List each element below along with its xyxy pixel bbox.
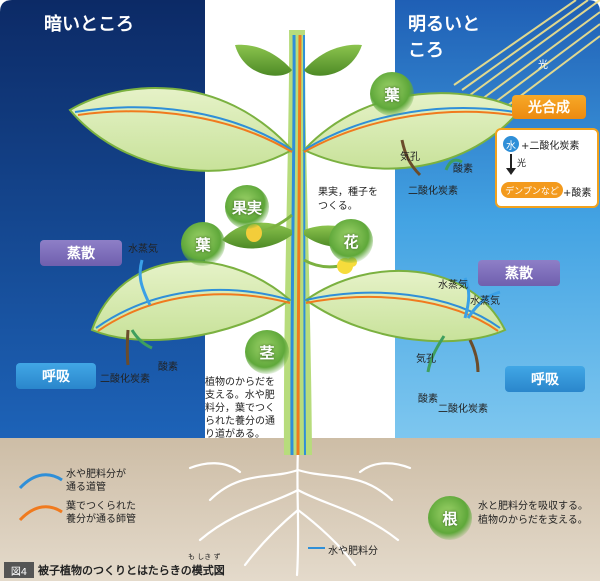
vapor-left-label: 水蒸気 bbox=[128, 244, 158, 255]
figure-caption: 被子植物のつくりとはたらきの模式図 bbox=[38, 564, 225, 577]
water-icon: 水 bbox=[503, 136, 519, 152]
flower-bubble: 花 bbox=[329, 219, 373, 263]
sunlight-rays bbox=[453, 0, 600, 117]
soil bbox=[0, 438, 600, 581]
leaf-top-right bbox=[304, 44, 362, 76]
stem-note: 植物のからだを 支える。水や肥 料分，葉でつく られた養分の通 り道がある。 bbox=[205, 377, 275, 440]
water-fertilizer-label: 水や肥料分 bbox=[328, 546, 378, 557]
respiration-right-pill: 呼吸 bbox=[505, 366, 585, 392]
stem-bubble: 茎 bbox=[245, 330, 289, 374]
photosynthesis-light: 光 bbox=[517, 159, 527, 169]
roots bbox=[188, 448, 412, 577]
transpiration-left-pill: 蒸散 bbox=[40, 240, 122, 266]
sieve-line bbox=[296, 34, 302, 456]
dark-region-label: 暗いところ bbox=[44, 14, 134, 35]
legend-blue-text: 水や肥料分が 通る道管 bbox=[66, 469, 126, 493]
root-note: 水と肥料分を吸収する。 植物のからだを支える。 bbox=[478, 501, 588, 526]
gas-arrows bbox=[125, 139, 501, 373]
fruit-seed-note: 果実，種子を つくる。 bbox=[318, 187, 378, 212]
vessel-line bbox=[290, 34, 296, 456]
co2-right-label: 二酸化炭素 bbox=[438, 404, 488, 415]
legend-blue-line bbox=[18, 473, 63, 490]
down-arrow-icon bbox=[510, 154, 512, 170]
figure-number: 図4 bbox=[4, 562, 34, 578]
co2-left-label: 二酸化炭素 bbox=[100, 374, 150, 385]
root-bubble: 根 bbox=[428, 496, 472, 540]
leaf-upper-left bbox=[68, 87, 294, 172]
legend-orange-text: 葉でつくられた 養分が通る師管 bbox=[66, 501, 136, 525]
photosynthesis-line2: +酸素 bbox=[563, 188, 592, 199]
caption-ruby: も しき ず bbox=[188, 553, 221, 561]
respiration-left-pill: 呼吸 bbox=[16, 363, 96, 389]
transpiration-right-pill: 蒸散 bbox=[478, 260, 560, 286]
vapor-right-label-1: 水蒸気 bbox=[438, 280, 468, 291]
co2-top-label: 二酸化炭素 bbox=[408, 186, 458, 197]
leaf-top-left bbox=[235, 44, 292, 76]
photosynthesis-box: 水 +二酸化炭素 光 デンプンなど +酸素 bbox=[495, 128, 599, 208]
product-badge: デンプンなど bbox=[501, 182, 563, 198]
oxygen-top-label: 酸素 bbox=[453, 164, 473, 175]
sunlight-label: 光 bbox=[538, 60, 548, 71]
legend-orange-line bbox=[18, 505, 63, 522]
leaf-bubble-top: 葉 bbox=[370, 72, 414, 116]
vapor-right-label-2: 水蒸気 bbox=[470, 296, 500, 307]
oxygen-right-label: 酸素 bbox=[418, 394, 438, 405]
fruit-bubble: 果実 bbox=[225, 185, 269, 229]
oxygen-left-label: 酸素 bbox=[158, 362, 178, 373]
photosynthesis-line1: +二酸化炭素 bbox=[521, 141, 580, 152]
pore-top-label: 気孔 bbox=[400, 152, 420, 163]
light-region-label: 明るいところ bbox=[408, 14, 480, 61]
leaf-bubble-left: 葉 bbox=[181, 222, 225, 266]
pore-right-label: 気孔 bbox=[416, 354, 436, 365]
photosynthesis-title: 光合成 bbox=[512, 95, 586, 119]
leaf-lower-right bbox=[304, 269, 507, 343]
